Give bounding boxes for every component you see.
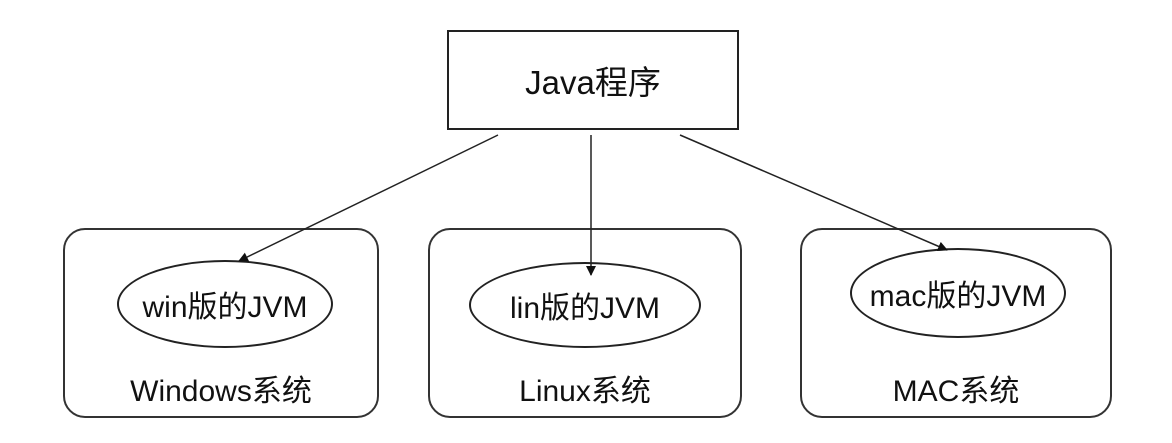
linux-jvm-node: lin版的JVM — [469, 262, 701, 348]
windows-system-label: Windows系统 — [130, 375, 312, 408]
mac-jvm-node: mac版的JVM — [850, 248, 1066, 338]
mac-system-node: mac版的JVM MAC系统 — [800, 228, 1112, 418]
linux-system-node: lin版的JVM Linux系统 — [428, 228, 742, 418]
mac-jvm-label: mac版的JVM — [869, 280, 1047, 313]
java-program-label: Java程序 — [525, 64, 661, 101]
mac-system-label: MAC系统 — [892, 375, 1020, 408]
linux-system-label: Linux系统 — [519, 375, 651, 408]
windows-jvm-label: win版的JVM — [142, 291, 308, 324]
linux-jvm-label: lin版的JVM — [509, 292, 660, 325]
windows-jvm-node: win版的JVM — [117, 260, 333, 348]
windows-system-node: win版的JVM Windows系统 — [63, 228, 379, 418]
java-program-node: Java程序 — [447, 30, 739, 130]
